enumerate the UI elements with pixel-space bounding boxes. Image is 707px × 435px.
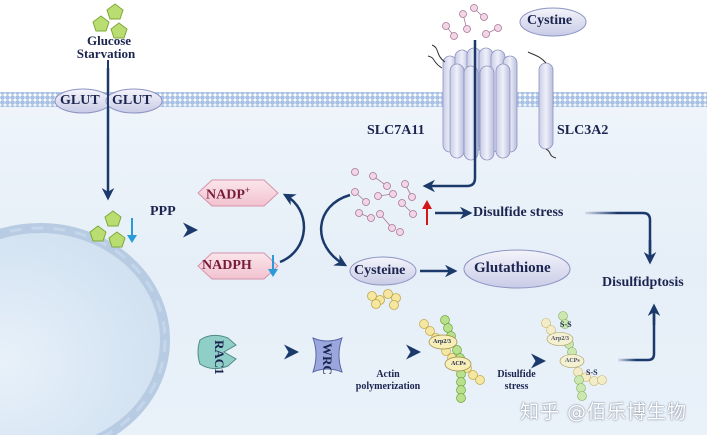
cystine-to-cysteine-arrow xyxy=(319,193,351,267)
stress-text: stress xyxy=(504,381,529,392)
glucose-decrease-arrow xyxy=(127,218,137,243)
actin-filament-2 xyxy=(541,311,607,401)
actin-text: Actin xyxy=(376,369,400,380)
cystine-label-ellipse xyxy=(519,7,587,37)
starvation-label: Starvation xyxy=(76,46,136,61)
nadp-superscript: + xyxy=(244,185,251,195)
actin-to-disulfidptosis-line xyxy=(618,310,656,362)
cystine-import-arrow xyxy=(422,40,477,193)
disulfide-stress-to-disulfidptosis-line xyxy=(585,211,652,258)
cysteine-beads xyxy=(367,289,401,310)
nadph-label: NADPH xyxy=(202,258,252,273)
actin-polymerization-label: Actin polymerization xyxy=(353,370,423,392)
cysteine-ellipse xyxy=(349,256,417,286)
wrc-label: WRC xyxy=(320,343,335,375)
rac1-label: RAC1 xyxy=(212,340,227,375)
cystine-molecules-extracellular xyxy=(442,4,502,40)
nucleus xyxy=(0,223,170,435)
wrc-shape xyxy=(312,337,343,373)
cystine-label: Cystine xyxy=(527,13,573,28)
actin-filament-1 xyxy=(419,315,485,403)
cysteine-label: Cysteine xyxy=(354,263,406,278)
rac1-shape xyxy=(197,334,237,370)
nadph-hexagon xyxy=(197,252,279,280)
watermark: 知乎 @佰乐博生物 xyxy=(520,401,688,423)
nadph-decrease-arrow xyxy=(268,255,278,277)
glut-left-label: GLUT xyxy=(60,93,100,108)
cystine-molecules-intracellular xyxy=(351,168,417,236)
acps-label-2: ACPs xyxy=(565,358,580,364)
glut-transporters xyxy=(54,60,163,120)
cystine-increase-arrow xyxy=(422,200,432,225)
arp23-label-2: Arp2/3 xyxy=(551,336,569,342)
glucose-molecules-intracellular xyxy=(89,210,126,248)
nadp-text: NADP xyxy=(206,187,245,203)
cell-membrane xyxy=(0,92,707,107)
polymerization-text: polymerization xyxy=(355,381,421,392)
slc3a2-label: SLC3A2 xyxy=(557,123,609,138)
slc3a2-protein xyxy=(527,51,557,159)
glut-right-label: GLUT xyxy=(112,93,152,108)
slc7a11-transporter xyxy=(427,44,518,161)
disulfide-bond-top: S-S xyxy=(560,320,572,329)
disulfidptosis-label: Disulfidptosis xyxy=(602,275,684,290)
glucose-label: Glucose xyxy=(86,33,132,48)
slc7a11-label: SLC7A11 xyxy=(367,123,425,138)
arp23-label: Arp2/3 xyxy=(433,339,451,345)
glucose-starvation-label: Glucose Starvation xyxy=(77,33,138,60)
ppp-label: PPP xyxy=(150,204,176,219)
nadp-plus-hexagon xyxy=(197,179,279,207)
nadph-to-nadp-arrow xyxy=(279,193,306,264)
acps-label: ACPs xyxy=(451,361,466,367)
disulfide-stress-label: Disulfide stress xyxy=(473,205,564,220)
glutathione-label: Glutathione xyxy=(474,260,551,276)
glucose-molecules-extracellular xyxy=(92,3,128,39)
disulfide-text: Disulfide xyxy=(497,369,536,380)
disulfide-bond-bottom: S-S xyxy=(586,368,598,377)
disulfide-stress-lower-label: Disulfide stress xyxy=(489,370,544,392)
nadp-plus-label: NADP+ xyxy=(206,186,250,203)
glutathione-ellipse xyxy=(463,249,571,289)
